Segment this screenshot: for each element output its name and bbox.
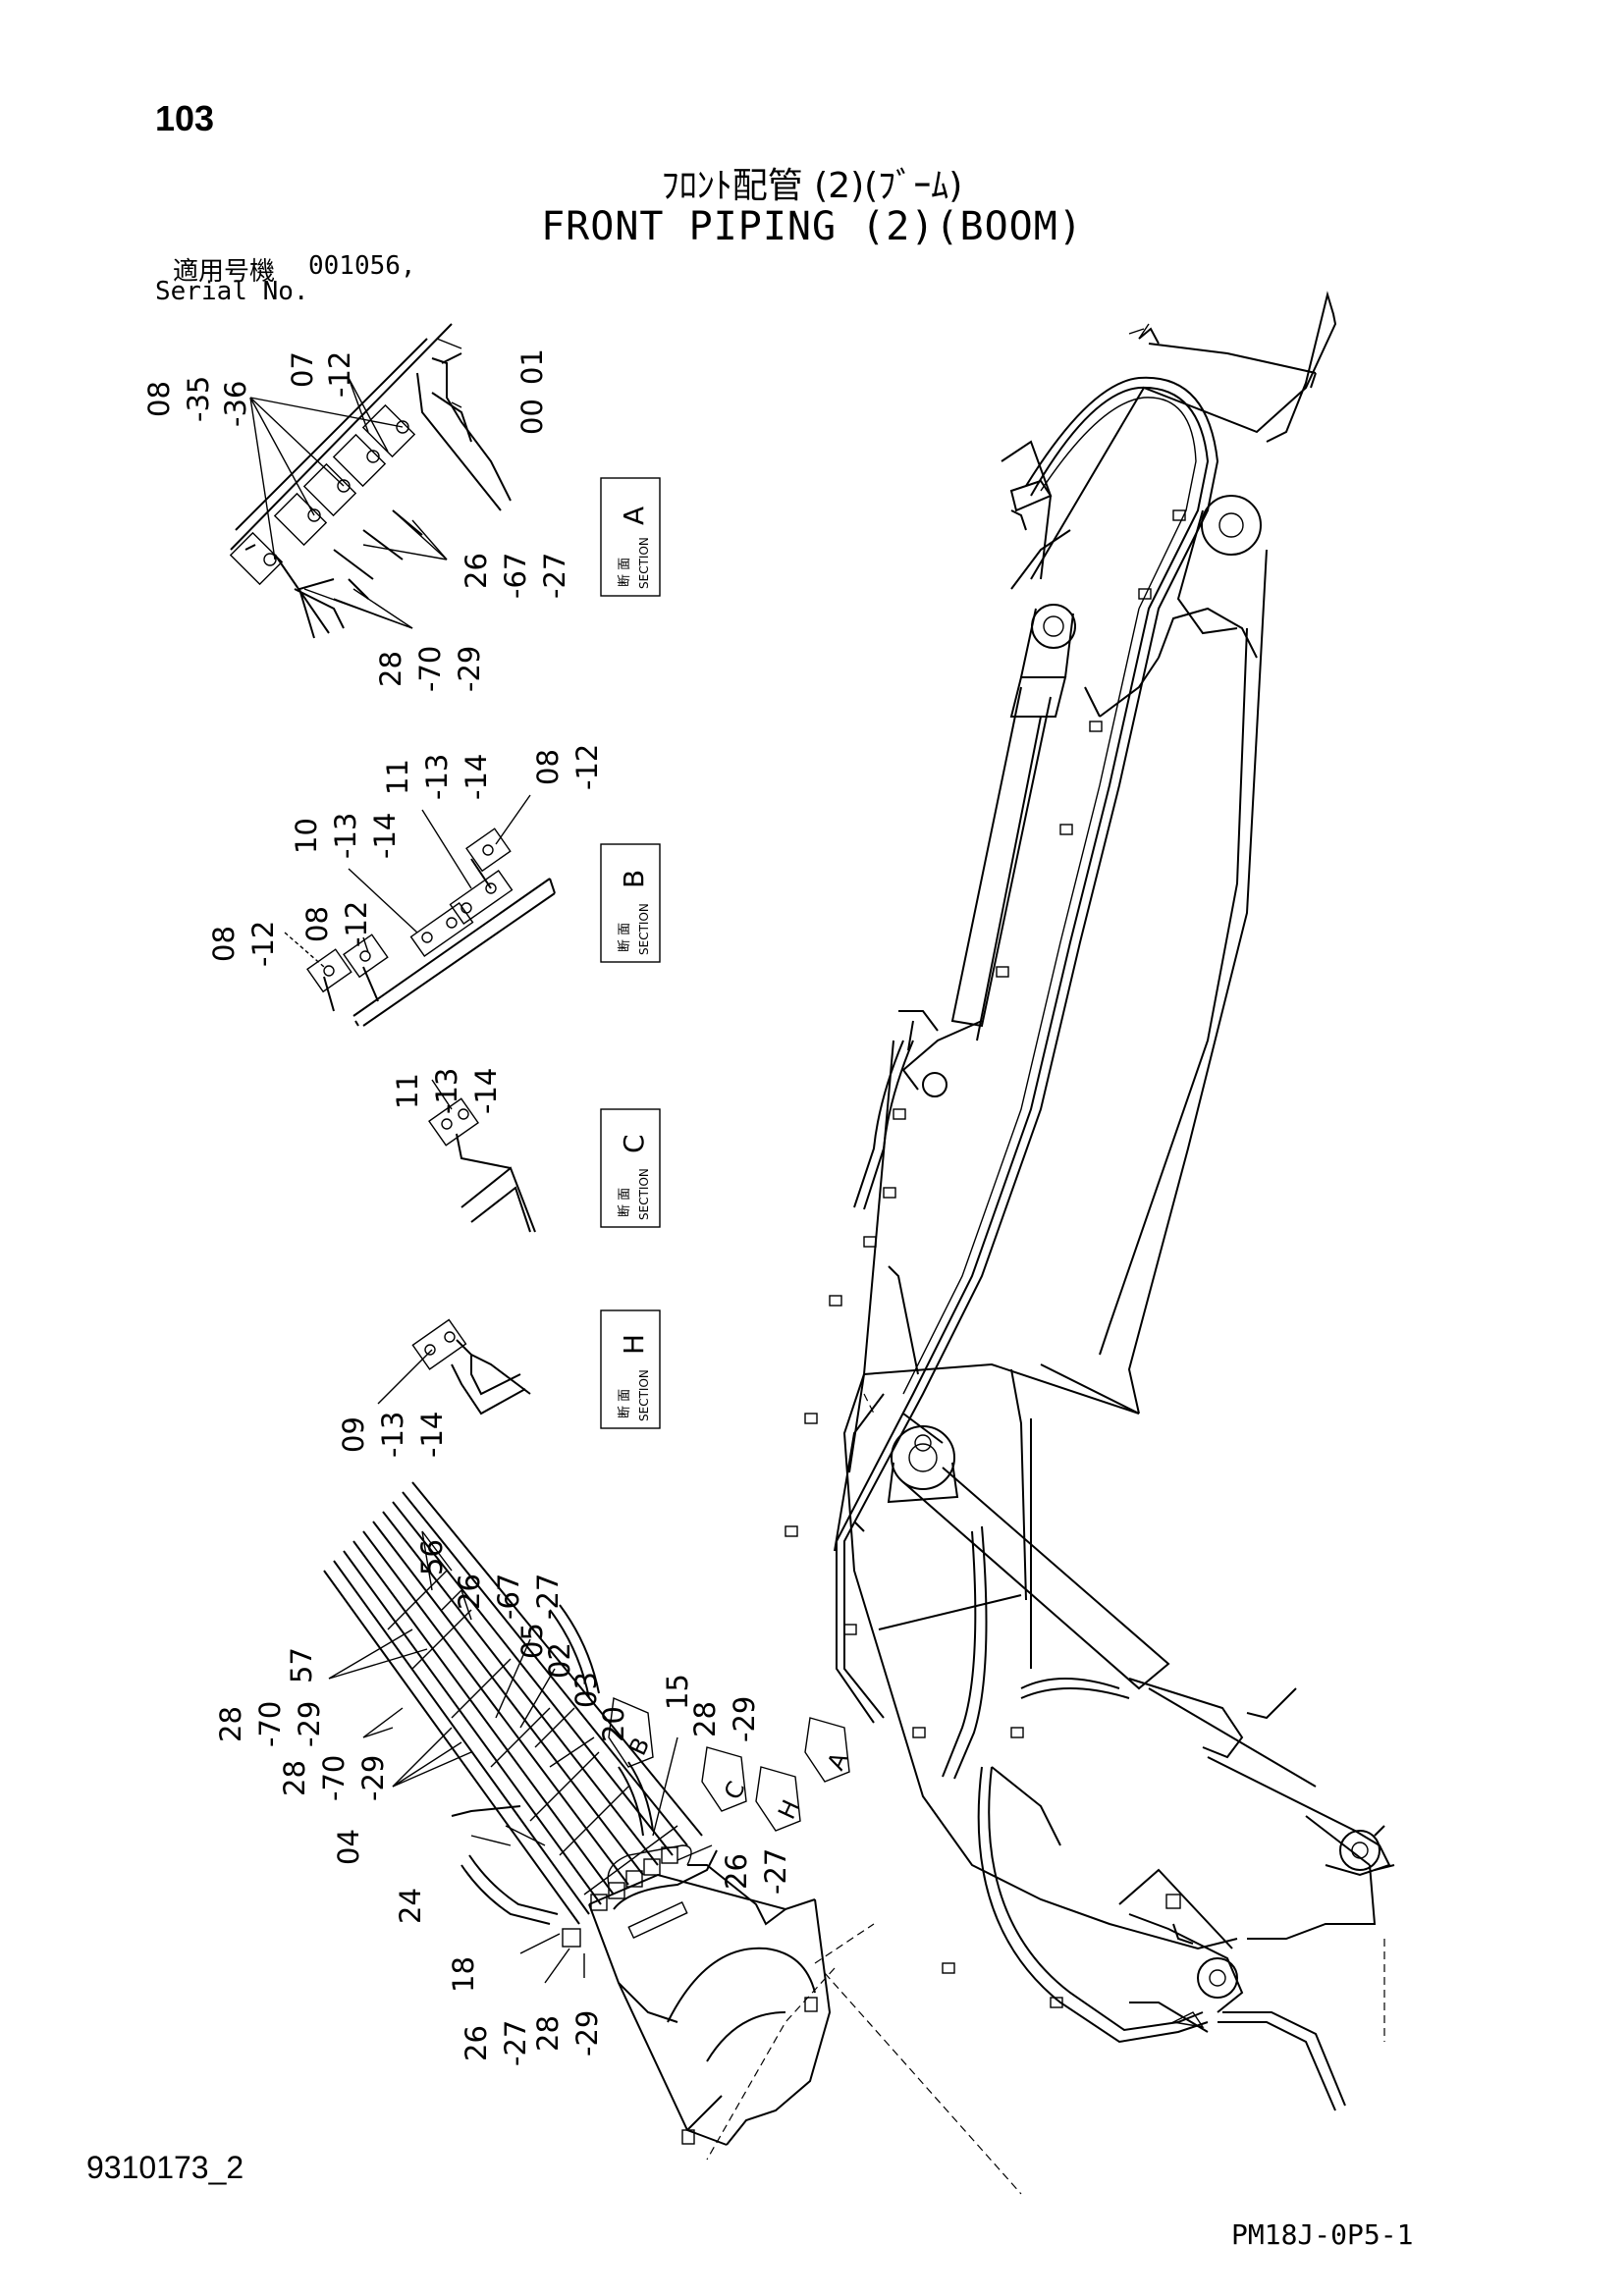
label-main-27-bottom: -27: [499, 2020, 532, 2066]
label-h-13: -13: [376, 1412, 409, 1458]
label-a-00: 00: [515, 399, 549, 435]
label-b-08-left: 08: [207, 926, 241, 962]
label-main-02: 02: [543, 1642, 576, 1679]
label-main-27-top: -27: [531, 1574, 565, 1620]
label-a-27: -27: [538, 553, 571, 599]
svg-text:C: C: [618, 1134, 650, 1153]
label-main-57: 57: [285, 1647, 318, 1683]
boom-assembly: [706, 291, 1395, 2195]
title-japanese: ﾌﾛﾝﾄ配管 (2)(ﾌﾞｰﾑ): [661, 166, 963, 206]
svg-text:断 面: 断 面: [618, 923, 632, 952]
label-main-28-bottom: 28: [531, 2015, 565, 2052]
svg-text:断 面: 断 面: [618, 558, 632, 587]
label-main-29-bottom: -29: [570, 2010, 604, 2056]
label-main-03: 03: [569, 1672, 603, 1708]
section-h-detail: 09 -13 -14: [337, 1318, 531, 1458]
label-a-70: -70: [413, 646, 447, 692]
serial-value: 001056,: [308, 251, 416, 281]
label-b-12-right: -12: [570, 744, 604, 790]
label-a-28: 28: [374, 651, 407, 687]
label-h-14: -14: [415, 1412, 449, 1458]
svg-text:SECTION: SECTION: [637, 1168, 651, 1220]
label-a-26: 26: [460, 553, 493, 589]
label-main-24: 24: [394, 1888, 427, 1924]
label-a-12: -12: [323, 351, 356, 398]
label-a-29: -29: [453, 646, 486, 692]
svg-text:断 面: 断 面: [618, 1188, 632, 1217]
label-main-29-right: -29: [728, 1696, 761, 1742]
label-main-04: 04: [332, 1829, 365, 1865]
label-main-05: 05: [515, 1623, 549, 1659]
svg-text:SECTION: SECTION: [637, 537, 651, 589]
label-c-11: 11: [391, 1073, 424, 1109]
label-b-10: 10: [290, 818, 323, 854]
svg-text:B: B: [618, 870, 650, 888]
label-b-13-a: -13: [329, 813, 362, 859]
svg-text:断 面: 断 面: [618, 1389, 632, 1418]
label-main-20: 20: [597, 1706, 630, 1742]
section-box-b: 断 面 SECTION B: [600, 843, 661, 963]
label-main-56: 56: [415, 1539, 449, 1575]
page-number: 103: [155, 98, 215, 138]
label-h-09: 09: [337, 1416, 370, 1453]
section-box-c: 断 面 SECTION C: [600, 1108, 661, 1228]
label-c-13: -13: [430, 1068, 463, 1114]
label-b-11: 11: [381, 759, 414, 795]
label-a-67: -67: [499, 553, 532, 599]
label-a-01: 01: [515, 348, 549, 385]
label-a-36: -36: [219, 381, 252, 427]
lower-boom-detail: 56 26 -67 -27 05 02 03 20 57 28 -70 -29 …: [214, 1481, 854, 2146]
svg-text:H: H: [618, 1334, 650, 1355]
label-a-07: 07: [286, 351, 319, 388]
label-a-08: 08: [142, 381, 176, 417]
view-arrow-c: C: [701, 1746, 751, 1812]
page-code: PM18J-0P5-1: [1231, 2218, 1414, 2251]
label-b-14-a: -14: [368, 813, 402, 859]
label-b-08-mid: 08: [300, 906, 334, 942]
label-c-14: -14: [469, 1068, 503, 1114]
svg-text:A: A: [618, 507, 650, 525]
label-main-29-a: -29: [293, 1701, 326, 1747]
view-arrow-h: H: [755, 1766, 805, 1832]
label-b-14-b: -14: [460, 754, 493, 800]
section-c-detail: 11 -13 -14: [391, 1068, 536, 1233]
label-main-26-top: 26: [453, 1574, 486, 1610]
label-main-28-a: 28: [214, 1706, 247, 1742]
label-main-26-right: 26: [720, 1853, 753, 1890]
label-main-15: 15: [661, 1674, 694, 1710]
section-box-h: 断 面 SECTION H: [600, 1309, 661, 1429]
label-main-28-b: 28: [278, 1760, 311, 1796]
label-main-70-b: -70: [317, 1755, 351, 1801]
title-english: FRONT PIPING (2)(BOOM): [541, 204, 1083, 249]
serial-label-japanese: 適用号機: [173, 257, 276, 287]
label-main-18: 18: [447, 1956, 480, 1993]
serial-label-english: Serial No.: [155, 277, 309, 306]
label-main-70-a: -70: [253, 1701, 287, 1747]
label-main-29-b: -29: [356, 1755, 390, 1801]
section-b-detail: 08 -12 08 -12 10 -13 -14 11 -13 -14 08 -…: [207, 744, 604, 1027]
section-a-detail: 08 -35 -36 07 -12 00 01 26 -67 -27 28 -7…: [142, 323, 571, 692]
view-arrow-a: A: [804, 1717, 854, 1783]
label-main-27-right: -27: [759, 1848, 792, 1895]
document-id: 9310173_2: [86, 2150, 244, 2185]
label-main-28-right: 28: [688, 1701, 722, 1737]
label-b-12-left: -12: [246, 921, 280, 967]
label-main-26-bottom: 26: [460, 2025, 493, 2061]
label-b-13-b: -13: [420, 754, 454, 800]
label-a-35: -35: [182, 376, 215, 422]
label-b-08-right: 08: [531, 749, 565, 785]
label-b-12-mid: -12: [340, 901, 373, 947]
svg-text:SECTION: SECTION: [637, 1369, 651, 1421]
section-box-a: 断 面 SECTION A: [600, 477, 661, 597]
label-main-67-top: -67: [492, 1574, 525, 1620]
svg-text:SECTION: SECTION: [637, 903, 651, 955]
